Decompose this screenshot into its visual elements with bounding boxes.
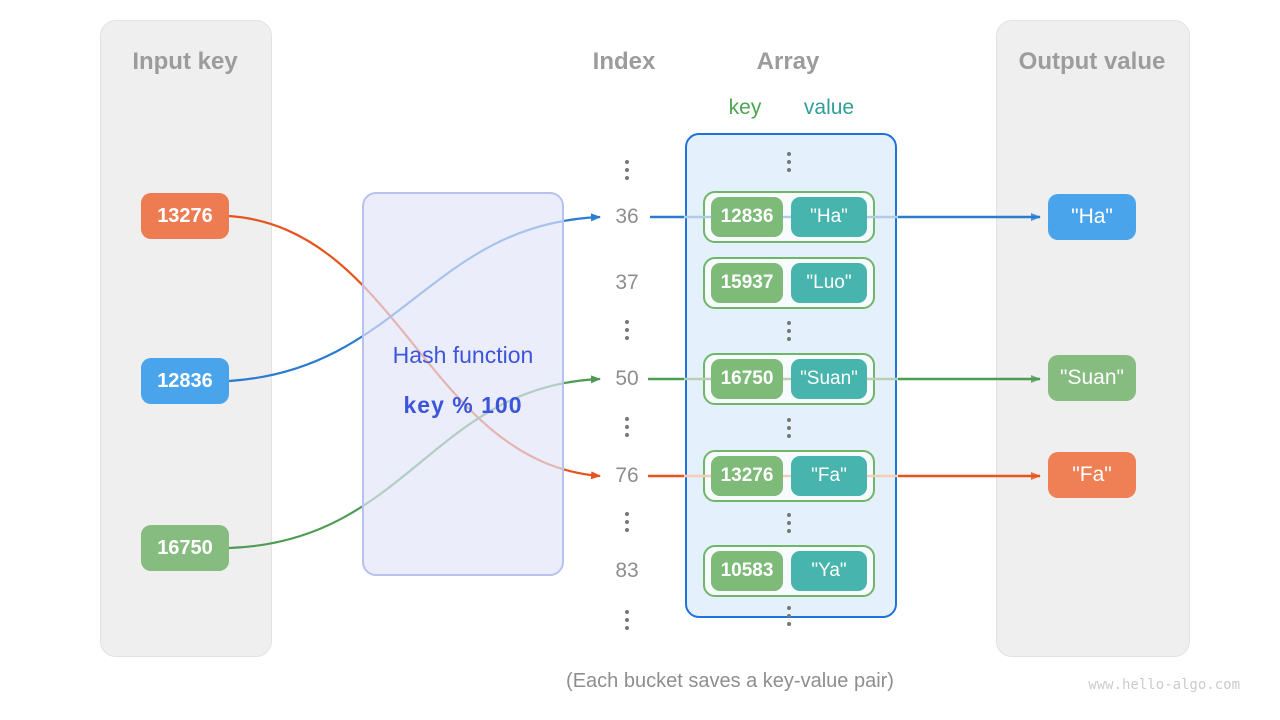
ellipsis-dots xyxy=(621,512,633,532)
array-column-title: Array xyxy=(756,48,820,75)
bucket-value: "Luo" xyxy=(791,263,867,303)
bucket-key: 12836 xyxy=(711,197,783,237)
ellipsis-dots xyxy=(783,152,795,172)
ellipsis-dots xyxy=(783,513,795,533)
ellipsis-dots xyxy=(783,321,795,341)
ellipsis-dots xyxy=(621,610,633,630)
ellipsis-dots xyxy=(783,606,795,626)
bucket-value: "Fa" xyxy=(791,456,867,496)
input-key-box: 13276 xyxy=(141,193,229,239)
index-value: 76 xyxy=(615,464,639,487)
output-value-box: "Ha" xyxy=(1048,194,1136,240)
input-key-box: 16750 xyxy=(141,525,229,571)
output-value-box: "Fa" xyxy=(1048,452,1136,498)
input-key-box: 12836 xyxy=(141,358,229,404)
bucket-key: 15937 xyxy=(711,263,783,303)
bucket-value: "Ya" xyxy=(791,551,867,591)
hash-function-label: Hash function xyxy=(392,342,534,368)
bucket-key: 10583 xyxy=(711,551,783,591)
ellipsis-dots xyxy=(783,418,795,438)
output-value-box: "Suan" xyxy=(1048,355,1136,401)
ellipsis-dots xyxy=(621,160,633,180)
bucket-key: 16750 xyxy=(711,359,783,399)
index-value: 83 xyxy=(615,559,639,582)
hash-function-formula: key % 100 xyxy=(403,392,523,418)
index-value: 36 xyxy=(615,205,639,228)
index-value: 50 xyxy=(615,367,639,390)
ellipsis-dots xyxy=(621,417,633,437)
bucket-key: 13276 xyxy=(711,456,783,496)
bucket-value: "Suan" xyxy=(791,359,867,399)
index-column-title: Index xyxy=(592,48,656,75)
caption: (Each bucket saves a key-value pair) xyxy=(566,670,894,692)
key-header: key xyxy=(728,96,762,119)
bucket-value: "Ha" xyxy=(791,197,867,237)
output-value-panel xyxy=(996,20,1190,657)
index-value: 37 xyxy=(615,271,639,294)
ellipsis-dots xyxy=(621,320,633,340)
input-panel-title: Input key xyxy=(132,48,238,75)
hash-function-box: Hash function key % 100 xyxy=(362,192,564,576)
value-header: value xyxy=(803,96,855,119)
watermark: www.hello-algo.com xyxy=(1088,677,1240,693)
output-panel-title: Output value xyxy=(1018,48,1166,75)
